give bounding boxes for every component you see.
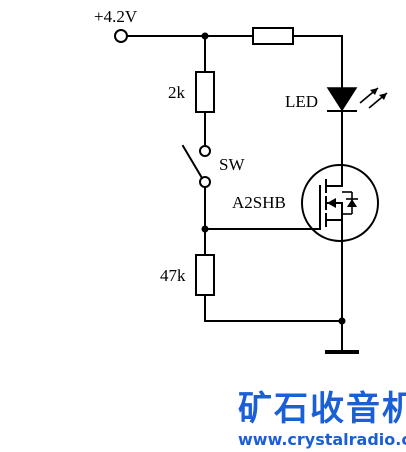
mosfet-symbol	[301, 164, 379, 242]
resistor-47k	[195, 254, 215, 296]
switch-contact-top	[199, 145, 211, 157]
led-light-arrows	[359, 87, 388, 109]
resistor-47k-label: 47k	[160, 266, 186, 285]
led-label: LED	[285, 92, 318, 111]
led-symbol	[326, 87, 358, 112]
watermark-title: 矿石收音机	[238, 389, 406, 429]
resistor-top	[252, 27, 294, 45]
supply-label: +4.2V	[94, 7, 138, 26]
mosfet-label: A2SHB	[232, 193, 286, 212]
watermark-url: www.crystalradio.cn	[238, 430, 406, 449]
supply-terminal	[114, 29, 128, 43]
switch-label: SW	[219, 155, 245, 174]
resistor-2k	[195, 71, 215, 113]
switch-lever	[181, 144, 204, 180]
resistor-2k-label: 2k	[168, 83, 186, 102]
